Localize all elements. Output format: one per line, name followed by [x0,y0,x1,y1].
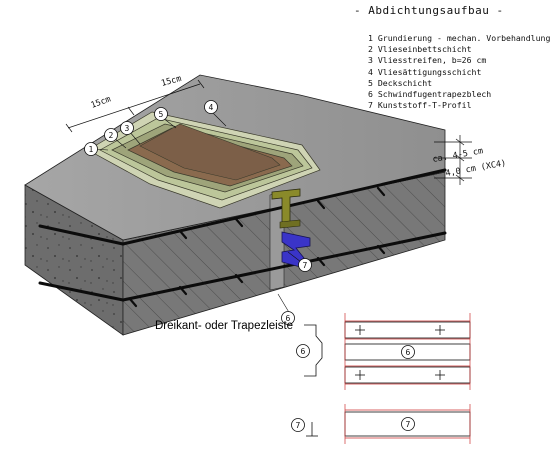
legend-item-2: 2 Vlieseinbettschicht [368,44,472,55]
dimension-bottom-layer: 4,0 cm (XC4) [445,158,507,179]
rebar-stubs [128,186,386,308]
diagram-title: - Abdichtungsaufbau - [354,4,504,17]
callout-circles [84,100,312,325]
detail-6-circles [296,344,415,359]
layer-5-cover [139,123,281,181]
legend-item-1: 1 Grundierung - mechan. Vorbehandlung [368,33,550,43]
legend-item-5: 5 Deckschicht [368,77,433,88]
detail-7 [306,404,471,444]
sealing-diagram: 15cm 15cm ca. 4-5 cm 4,0 cm (XC4) 1 2 3 … [24,74,507,444]
legend-item-6: 6 Schwindfugentrapezblech [368,89,492,100]
dimension-lines [65,79,472,185]
callout-3: 3 [125,124,130,133]
detail-7-callout-right: 7 [406,420,411,429]
callout-2: 2 [109,131,114,140]
detail-6-fasteners [355,325,445,380]
detail-6-callout-left: 6 [301,347,306,356]
legend-item-4: 4 Vliesättigungsschicht [368,66,482,77]
detail-7-callout-left: 7 [296,421,301,430]
t-profile [271,188,301,229]
legend: 1 Grundierung - mechan. Vorbehandlung 2 … [368,33,550,111]
rebar-bottom-left [38,281,125,302]
callout-1: 1 [89,145,94,154]
dimension-15cm-left: 15cm [90,94,113,110]
callout-5: 5 [159,110,164,119]
dimension-15cm-right: 15cm [160,74,182,89]
callout-4: 4 [209,103,214,112]
detail-6-callout-right: 6 [406,348,411,357]
concrete-slab [24,74,446,336]
rebar-top-left [38,224,125,246]
detail-7-circles [291,417,415,432]
legend-item-7: 7 Kunststoff-T-Profil [368,100,472,111]
legend-item-3: 3 Vliesstreifen, b=26 cm [368,55,487,66]
rebar-bottom-right [121,231,447,302]
membrane-layers [87,111,321,209]
callout-7: 7 [303,261,308,270]
detail-6 [304,313,471,390]
callout-6: 6 [286,314,291,323]
trapezleiste-label: Dreikant- oder Trapezleiste [155,320,293,332]
